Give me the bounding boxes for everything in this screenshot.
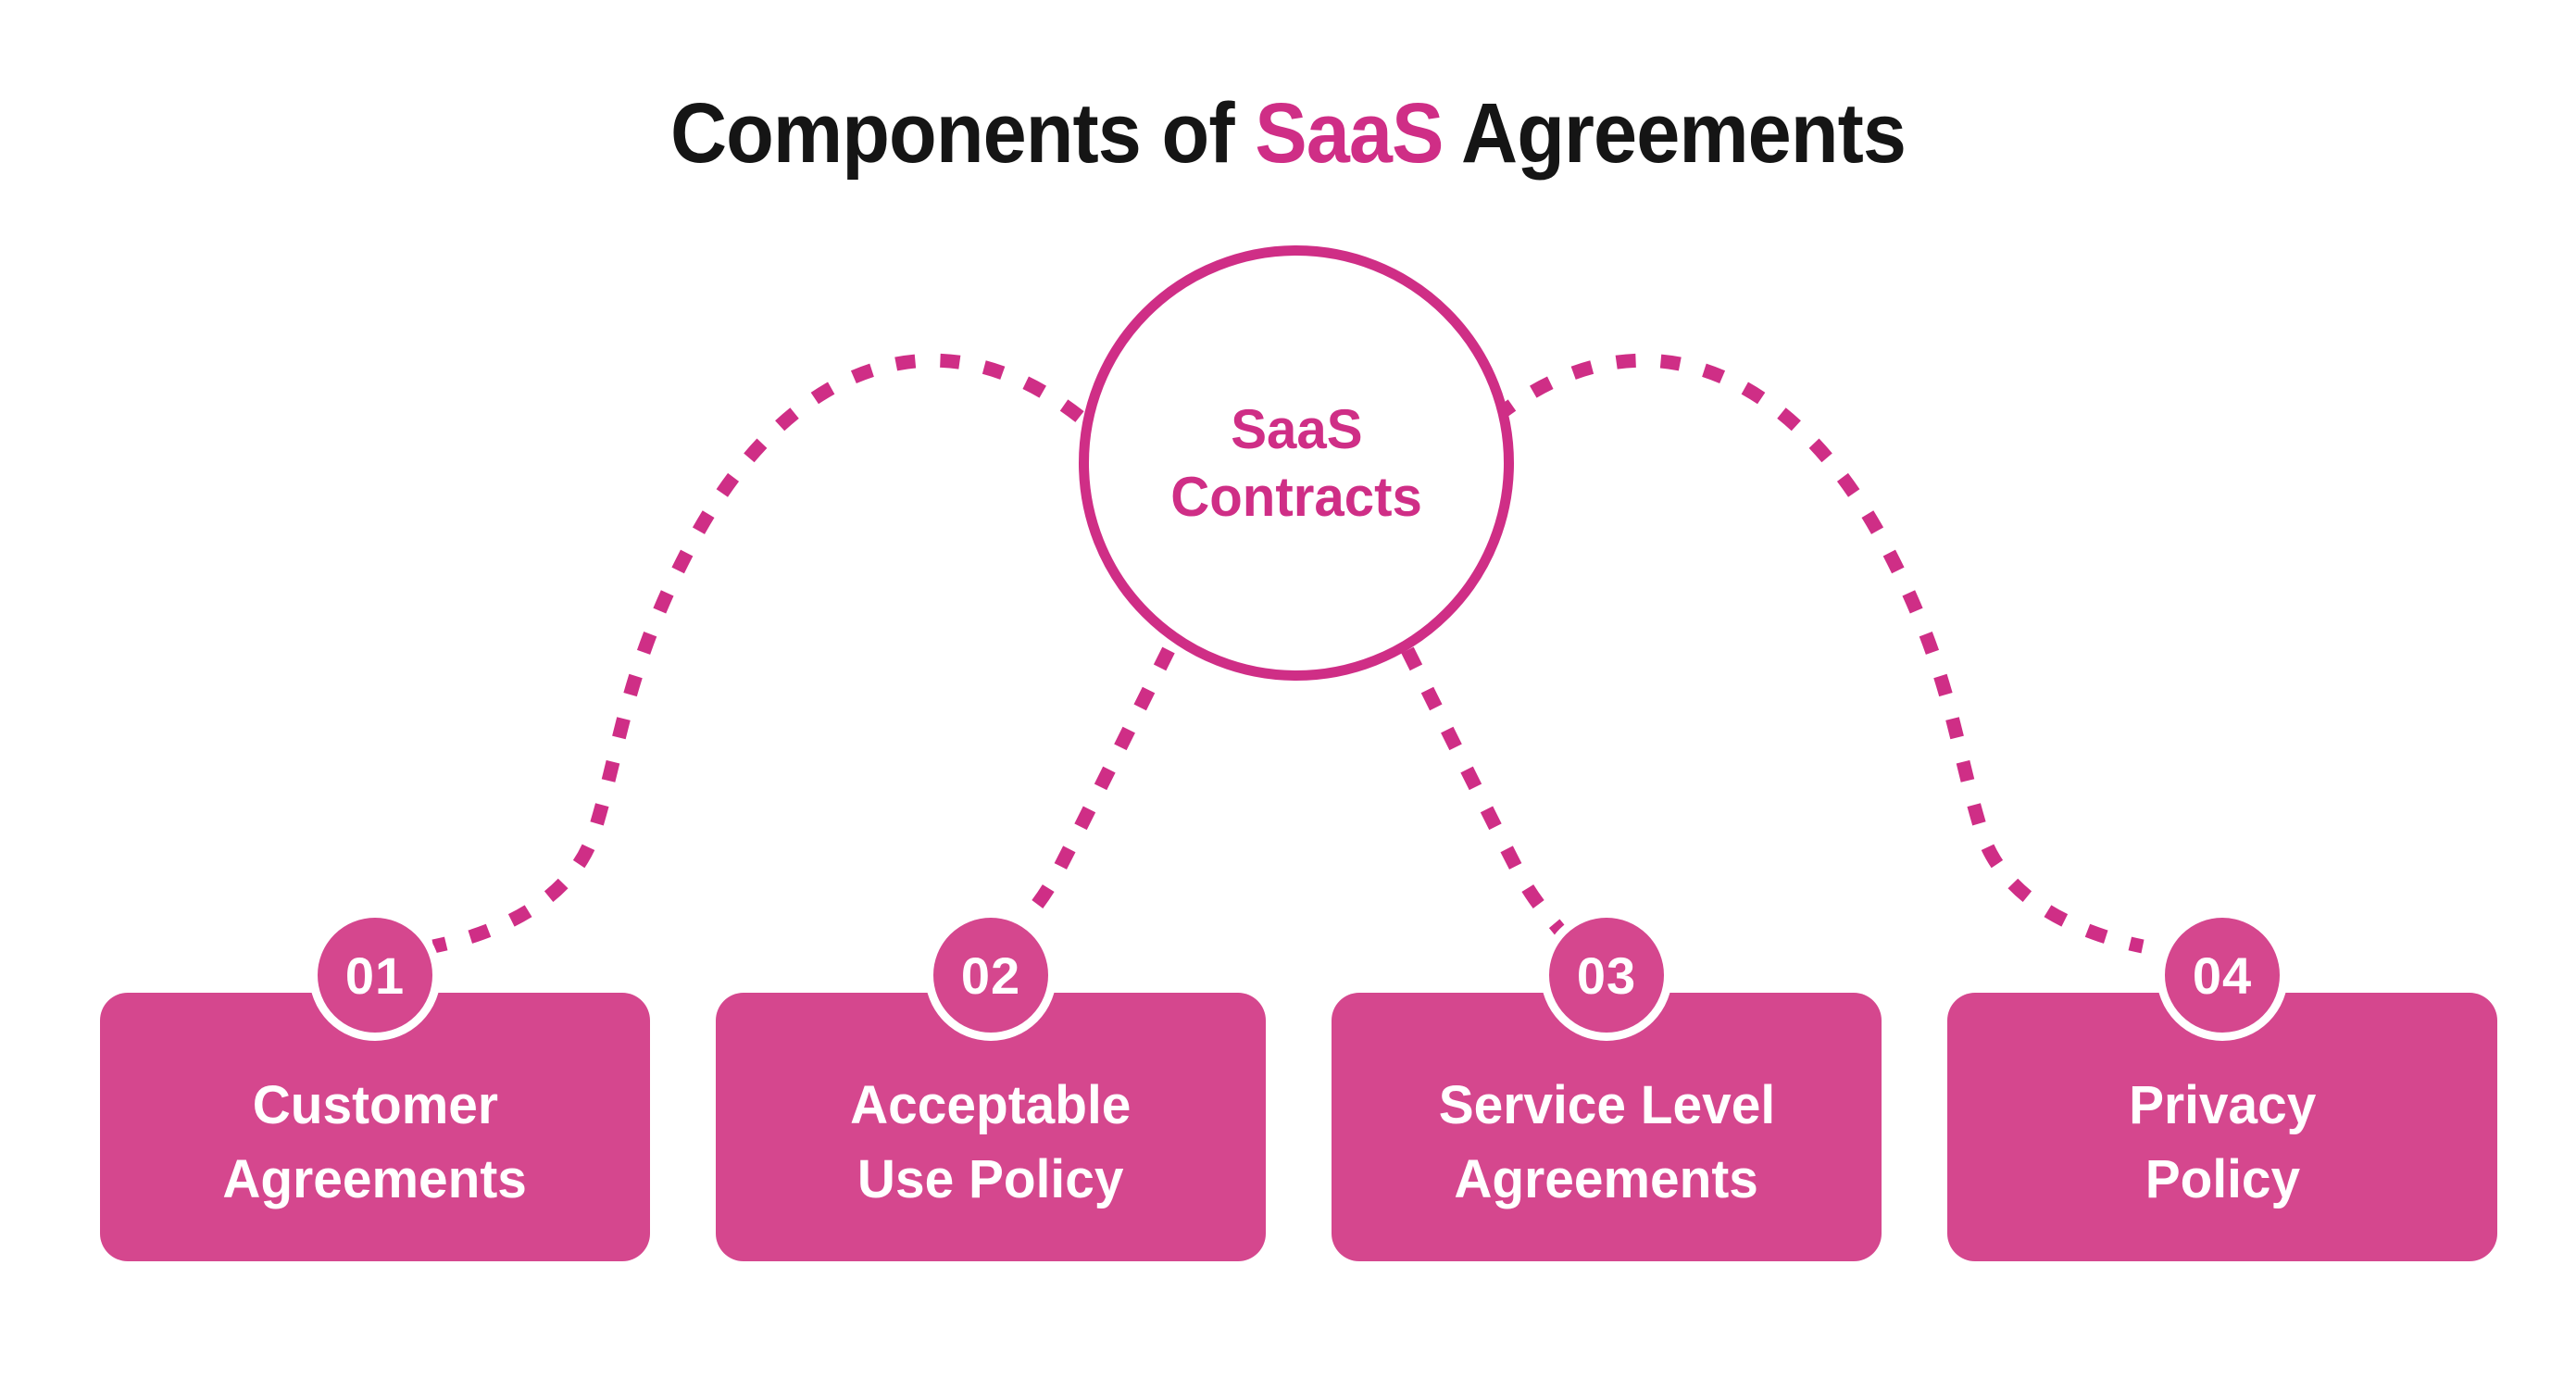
component-label-line1: Privacy: [2128, 1074, 2317, 1135]
connector-curve-3: [1401, 646, 1572, 944]
connector-curve-1: [431, 353, 1084, 954]
step-badge-03: 03: [1541, 909, 1672, 1041]
step-number: 02: [960, 945, 1021, 1005]
step-badge-04: 04: [2157, 909, 2288, 1041]
component-label-line2: Agreements: [1454, 1149, 1759, 1209]
component-label-line1: Service Level: [1438, 1074, 1775, 1135]
component-box-service-level-agreements: Service Level Agreements: [1332, 993, 1882, 1261]
title-suffix: Agreements: [1443, 86, 1907, 181]
step-badge-02: 02: [925, 909, 1057, 1041]
hub-circle-saas-contracts: SaaS Contracts: [1079, 245, 1514, 681]
title-highlight: SaaS: [1255, 86, 1444, 181]
component-label-line2: Policy: [2145, 1149, 2300, 1209]
hub-label-line1: SaaS: [1230, 397, 1363, 460]
step-number: 01: [344, 945, 406, 1005]
component-label-line2: Agreements: [222, 1149, 528, 1209]
connector-curve-4: [1492, 353, 2145, 954]
hub-label-line2: Contracts: [1170, 466, 1422, 528]
step-number: 04: [2192, 945, 2253, 1005]
step-badge-01: 01: [309, 909, 441, 1041]
component-label-line2: Use Policy: [857, 1149, 1124, 1209]
step-number: 03: [1576, 945, 1637, 1005]
title-prefix: Components of: [669, 86, 1256, 181]
component-label-line1: Acceptable: [850, 1074, 1132, 1135]
component-label-line1: Customer: [252, 1074, 498, 1135]
component-box-customer-agreements: Customer Agreements: [100, 993, 650, 1261]
connector-curve-2: [1004, 646, 1175, 944]
page-title: Components of SaaS Agreements: [103, 85, 2472, 182]
